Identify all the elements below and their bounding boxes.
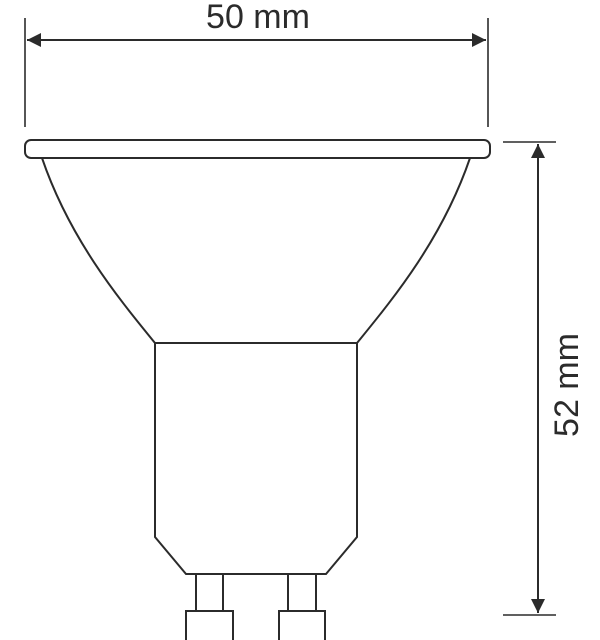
reflector-right bbox=[356, 157, 471, 344]
pin-right-head bbox=[278, 610, 326, 640]
width-dimension: 50 mm bbox=[24, 0, 489, 127]
reflector-left bbox=[41, 157, 156, 344]
pin-left-head bbox=[185, 610, 234, 640]
pin-right-stem bbox=[287, 573, 317, 612]
bulb-neck bbox=[154, 342, 358, 575]
height-label: 52 mm bbox=[548, 333, 586, 437]
pin-left-stem bbox=[195, 573, 224, 612]
height-dimension: 52 mm bbox=[503, 141, 586, 616]
bulb-rim bbox=[24, 139, 491, 159]
width-label: 50 mm bbox=[206, 0, 310, 36]
gu10-bulb-outline bbox=[24, 139, 491, 640]
